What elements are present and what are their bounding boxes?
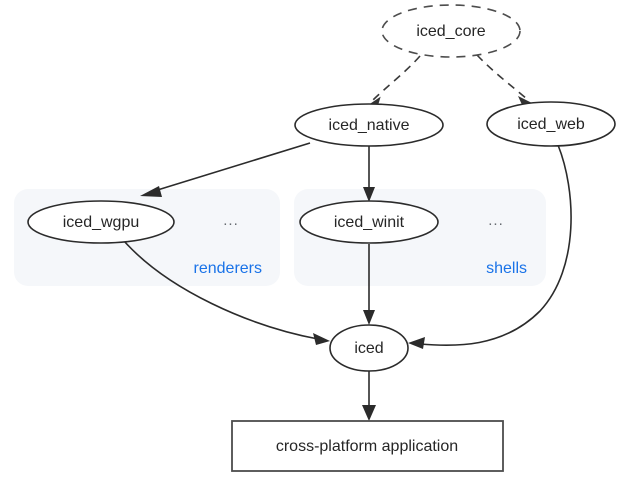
- renderers-more-ellipsis[interactable]: ...: [223, 212, 239, 229]
- edge-iced-core-to-iced-web: [476, 54, 534, 107]
- node-iced-wgpu[interactable]: iced_wgpu: [27, 200, 175, 244]
- application-box: [231, 420, 504, 472]
- iced-native-label: iced_native: [329, 117, 410, 134]
- edge-iced-core-to-iced-native: [366, 55, 421, 108]
- edge-iced-winit-to-iced: [363, 244, 375, 325]
- cluster-label-renderers: renderers: [194, 260, 262, 277]
- node-iced-core[interactable]: iced_core: [381, 4, 521, 58]
- iced-wgpu-label: iced_wgpu: [63, 214, 140, 231]
- iced-web-label: iced_web: [517, 116, 585, 133]
- edge-iced-wgpu-to-iced: [123, 240, 330, 345]
- iced-ellipse: [329, 324, 409, 372]
- iced-core-label: iced_core: [416, 23, 485, 40]
- iced-native-ellipse: [294, 103, 444, 147]
- node-iced-winit[interactable]: iced_winit: [299, 200, 439, 244]
- cluster-label-shells: shells: [486, 260, 527, 277]
- edge-iced-native-to-iced-wgpu: [140, 142, 311, 197]
- shells-more-ellipsis[interactable]: ...: [488, 212, 504, 229]
- iced-wgpu-ellipse: [27, 200, 175, 244]
- edge-iced-native-to-iced-winit: [363, 146, 375, 202]
- iced-core-ellipse: [381, 4, 521, 58]
- iced-winit-label: iced_winit: [334, 214, 405, 231]
- node-iced[interactable]: iced: [329, 324, 409, 372]
- iced-web-ellipse: [486, 101, 616, 147]
- iced-label: iced: [354, 340, 383, 357]
- node-iced-web[interactable]: iced_web: [486, 101, 616, 147]
- edge-iced-to-application: [362, 371, 376, 421]
- iced-winit-ellipse: [299, 200, 439, 244]
- application-label: cross-platform application: [276, 438, 458, 455]
- node-iced-native[interactable]: iced_native: [294, 103, 444, 147]
- node-cross-platform-application[interactable]: cross-platform application: [231, 420, 504, 472]
- edge-iced-web-to-iced: [408, 144, 572, 349]
